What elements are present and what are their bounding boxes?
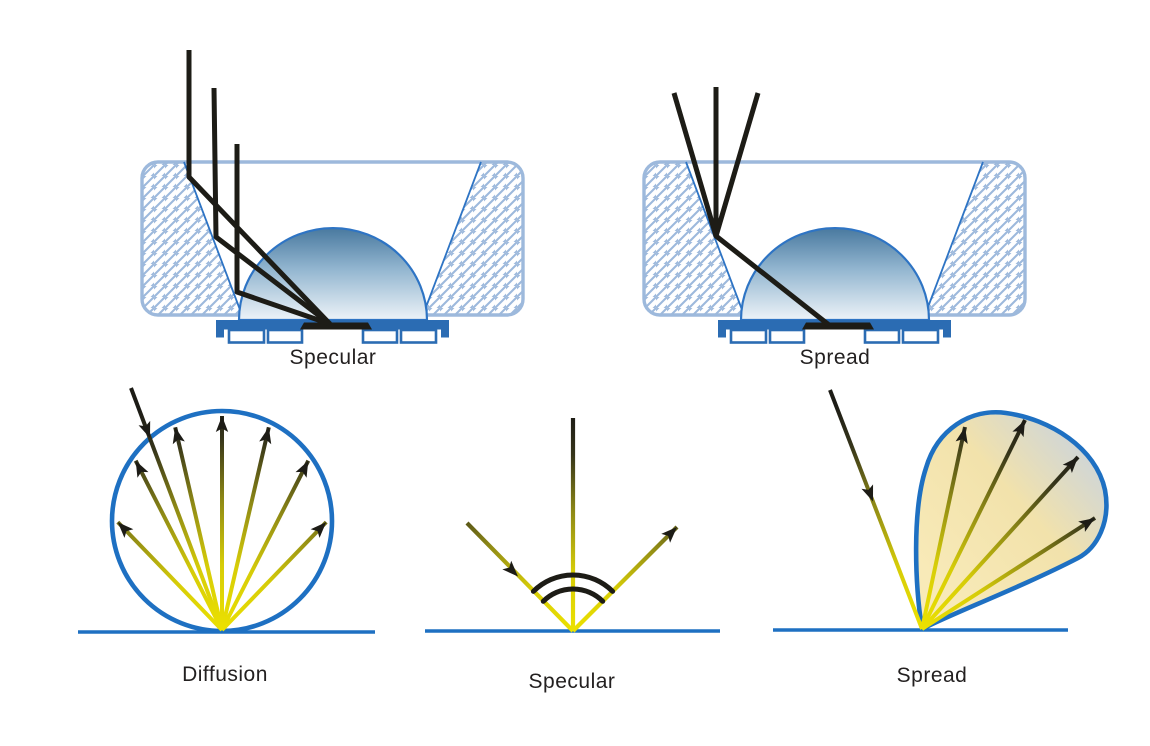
specular-package-diagram: Specular (140, 50, 525, 369)
light-ray (671, 92, 719, 237)
arrowhead (295, 457, 314, 478)
spread-reflection-diagram: Spread (773, 389, 1109, 687)
arrowhead (130, 457, 149, 478)
arrowhead (861, 484, 879, 504)
diffusion-reflection-diagram: Diffusion (78, 387, 375, 686)
spread-package-label: Spread (800, 346, 871, 369)
specular-package-label: Specular (290, 346, 377, 369)
scattered-rays (113, 416, 331, 632)
spread-lobe (913, 410, 1109, 632)
incident-ray (465, 521, 575, 633)
incident-ray (828, 389, 924, 630)
spread-package-diagram: Spread (642, 87, 1027, 369)
incident-ray (129, 387, 224, 631)
diffusion-sphere (109, 408, 335, 634)
spread-rays (920, 417, 1099, 631)
reflected-ray (571, 522, 682, 633)
specular-reflection-diagram: Specular (425, 418, 720, 693)
diffusion-label: Diffusion (182, 663, 268, 686)
light-ray (713, 92, 761, 237)
specular-label: Specular (529, 670, 616, 693)
light-ray (186, 50, 332, 326)
equal-angle-arcs (530, 572, 616, 604)
light-ray (234, 144, 331, 327)
light-ray (211, 87, 332, 326)
spread-label: Spread (897, 664, 968, 687)
